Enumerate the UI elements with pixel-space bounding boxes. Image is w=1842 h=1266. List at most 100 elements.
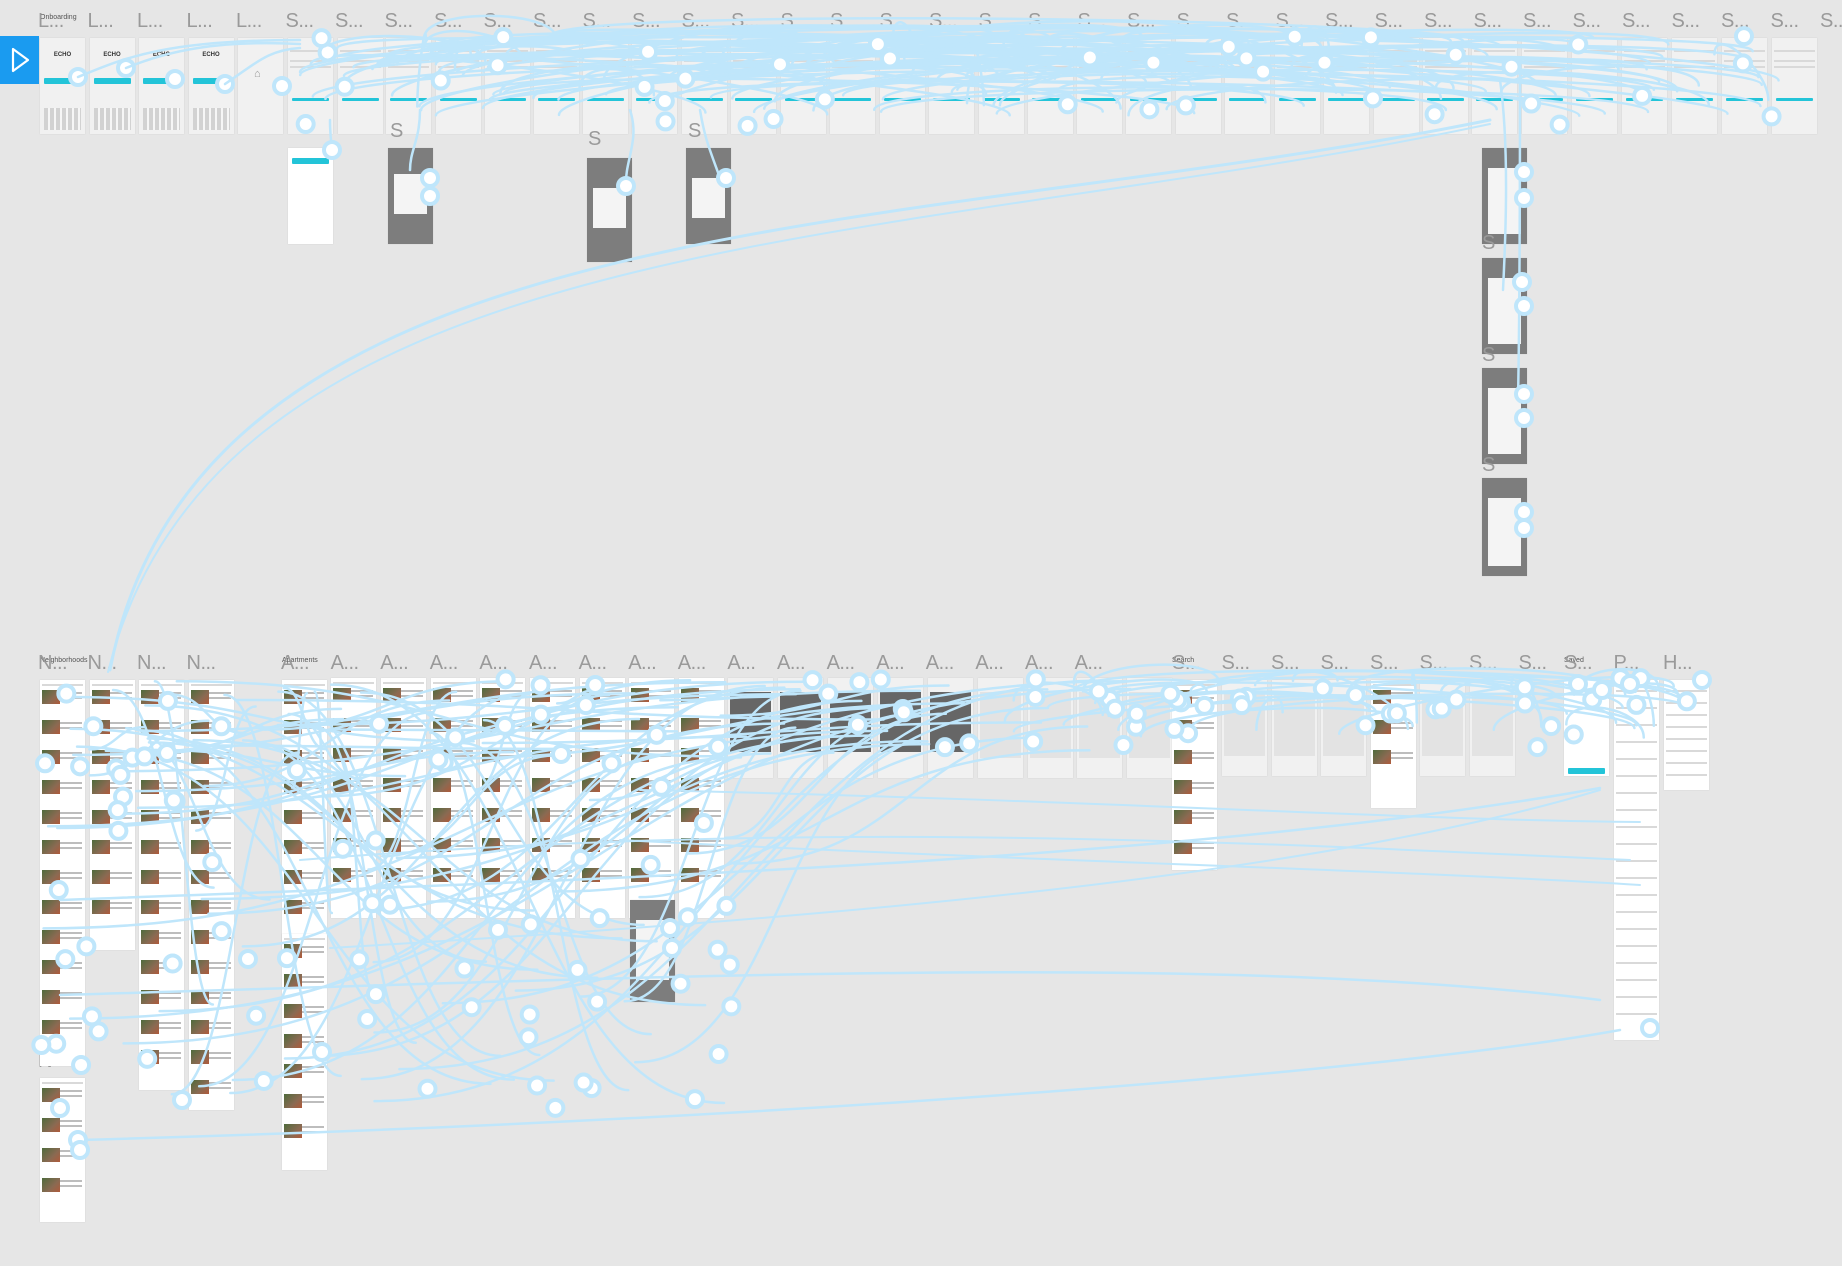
connector-node[interactable]: [253, 1070, 274, 1091]
login-screen-frame[interactable]: ECHO: [139, 38, 184, 134]
survey-screen-frame[interactable]: [731, 38, 776, 134]
apartment-modal-frame[interactable]: [630, 900, 675, 1002]
connector-node[interactable]: [237, 948, 258, 969]
survey-screen-frame[interactable]: [1772, 38, 1817, 134]
detail-screen-frame[interactable]: [1482, 148, 1527, 244]
survey-screen-frame[interactable]: [1126, 38, 1171, 134]
survey-screen-frame[interactable]: [534, 38, 579, 134]
modal-screen-frame[interactable]: [587, 158, 632, 262]
connector-node[interactable]: [172, 1090, 192, 1110]
detail-screen-frame[interactable]: [1482, 478, 1527, 576]
connector-node[interactable]: [520, 914, 541, 935]
survey-screen-frame[interactable]: [1622, 38, 1667, 134]
survey-screen-frame[interactable]: [1522, 38, 1567, 134]
connector-node[interactable]: [1514, 693, 1535, 714]
connector-node[interactable]: [721, 996, 742, 1017]
apartment-photo-frame[interactable]: [778, 678, 823, 778]
home-icon[interactable]: ⌂: [254, 68, 261, 80]
search-result-frame[interactable]: [1371, 680, 1416, 808]
survey-screen-frame[interactable]: [1275, 38, 1320, 134]
apartment-map-frame[interactable]: [978, 678, 1023, 778]
survey-screen-frame[interactable]: [583, 38, 628, 134]
connector-node[interactable]: [587, 991, 608, 1012]
connector-node[interactable]: [461, 997, 482, 1018]
survey-screen-frame[interactable]: [288, 38, 333, 134]
connector-node[interactable]: [684, 1089, 705, 1110]
apartment-detail-frame[interactable]: [282, 934, 327, 1170]
survey-screen-frame[interactable]: [485, 38, 530, 134]
apartment-map-frame[interactable]: [1077, 678, 1122, 778]
connector-node[interactable]: [365, 984, 386, 1005]
survey-screen-frame[interactable]: [1672, 38, 1717, 134]
search-map-frame[interactable]: [1222, 680, 1267, 776]
connector-node[interactable]: [518, 1027, 539, 1048]
survey-screen-frame[interactable]: [1722, 38, 1767, 134]
connector-node[interactable]: [719, 954, 740, 975]
connector-node[interactable]: [1514, 677, 1535, 698]
help-screen-frame[interactable]: [1664, 680, 1709, 790]
survey-screen-frame[interactable]: [1176, 38, 1221, 134]
survey-screen-frame[interactable]: [979, 38, 1024, 134]
neighborhood-detail-frame[interactable]: [90, 680, 135, 950]
survey-screen-frame[interactable]: [781, 38, 826, 134]
apartment-list-frame[interactable]: [629, 678, 674, 918]
search-map-frame[interactable]: [1321, 680, 1366, 776]
survey-screen-frame[interactable]: [338, 38, 383, 134]
overlay-screen-frame[interactable]: [288, 148, 333, 244]
search-map-frame[interactable]: [1420, 680, 1465, 776]
connector-node[interactable]: [246, 1005, 267, 1026]
search-map-frame[interactable]: [1272, 680, 1317, 776]
login-screen-frame[interactable]: ECHO: [89, 38, 135, 134]
survey-screen-frame[interactable]: [1423, 38, 1468, 134]
survey-screen-frame[interactable]: [1225, 38, 1270, 134]
login-screen-frame[interactable]: ECHO: [40, 38, 85, 134]
apartment-photo-frame[interactable]: [928, 678, 973, 778]
detail-screen-frame[interactable]: [1482, 258, 1527, 354]
apartment-list-frame[interactable]: [331, 678, 376, 918]
login-screen-frame[interactable]: [238, 38, 283, 134]
apartment-photo-frame[interactable]: [828, 678, 873, 778]
connector-node[interactable]: [581, 1078, 602, 1099]
detail-screen-frame[interactable]: [1482, 368, 1527, 464]
modal-screen-frame[interactable]: [388, 148, 433, 244]
apartment-map-frame[interactable]: [1028, 678, 1073, 778]
neighborhood-list-frame[interactable]: [40, 680, 85, 1066]
survey-screen-frame[interactable]: [929, 38, 974, 134]
connector-node[interactable]: [349, 949, 370, 970]
neighborhood-modal-frame[interactable]: [40, 1078, 85, 1222]
neighborhood-detail-frame[interactable]: [189, 680, 234, 1110]
survey-screen-frame[interactable]: [1374, 38, 1419, 134]
connector-node[interactable]: [357, 1008, 378, 1029]
connector-node[interactable]: [707, 939, 728, 960]
survey-screen-frame[interactable]: [830, 38, 875, 134]
search-map-frame[interactable]: [1470, 680, 1515, 776]
apartment-list-frame[interactable]: [431, 678, 476, 918]
survey-screen-frame[interactable]: [1324, 38, 1369, 134]
neighborhood-map-frame[interactable]: [139, 680, 184, 1090]
connector-node[interactable]: [545, 1097, 566, 1118]
apartment-map-frame[interactable]: [1127, 678, 1172, 778]
saved-screen-frame[interactable]: [1564, 680, 1609, 776]
apartment-list-frame[interactable]: [480, 678, 525, 918]
apartment-photo-frame[interactable]: [728, 678, 773, 778]
apartment-photo-frame[interactable]: [878, 678, 923, 778]
login-screen-frame[interactable]: ECHO: [188, 38, 234, 134]
apartment-list-frame[interactable]: [530, 678, 575, 918]
survey-screen-frame[interactable]: [1472, 38, 1517, 134]
survey-screen-frame[interactable]: [1077, 38, 1122, 134]
apartment-list-frame[interactable]: [580, 678, 625, 918]
connector-node[interactable]: [81, 1006, 102, 1027]
survey-screen-frame[interactable]: [1028, 38, 1073, 134]
connector-node[interactable]: [1527, 737, 1548, 758]
apartment-list-frame[interactable]: [679, 678, 724, 918]
connector-node[interactable]: [573, 1072, 594, 1093]
connector-node[interactable]: [487, 919, 508, 940]
search-result-frame[interactable]: [1172, 680, 1217, 870]
survey-screen-frame[interactable]: [436, 38, 481, 134]
connector-node[interactable]: [567, 959, 588, 980]
connector-node[interactable]: [88, 1021, 109, 1042]
connector-node[interactable]: [519, 1004, 540, 1025]
modal-screen-frame[interactable]: [686, 148, 731, 244]
survey-screen-frame[interactable]: [1572, 38, 1617, 134]
survey-screen-frame[interactable]: [880, 38, 925, 134]
